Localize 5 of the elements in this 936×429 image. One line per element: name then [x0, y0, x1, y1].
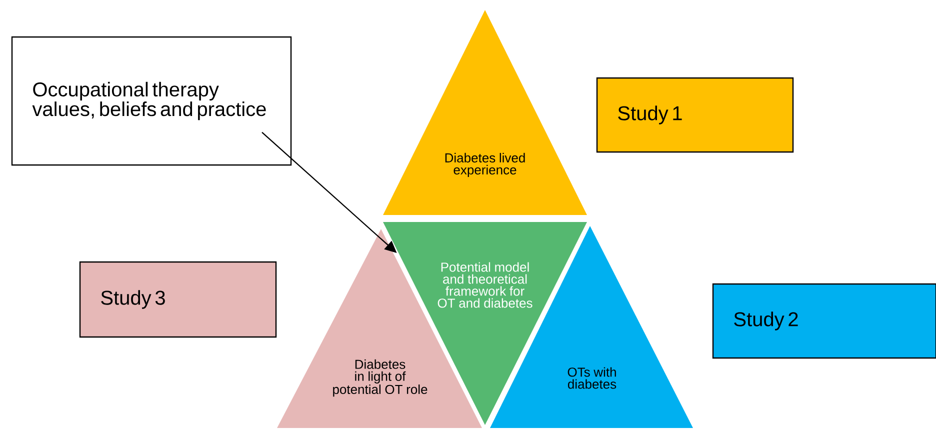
text-box: Occupational therapy values, beliefs and practice — [11, 36, 292, 166]
text-box: Study 1 — [596, 77, 794, 153]
triangle: Diabetes lived experience — [383, 10, 587, 215]
text-box: Study 3 — [79, 261, 277, 338]
text-box: Study 2 — [712, 283, 936, 359]
